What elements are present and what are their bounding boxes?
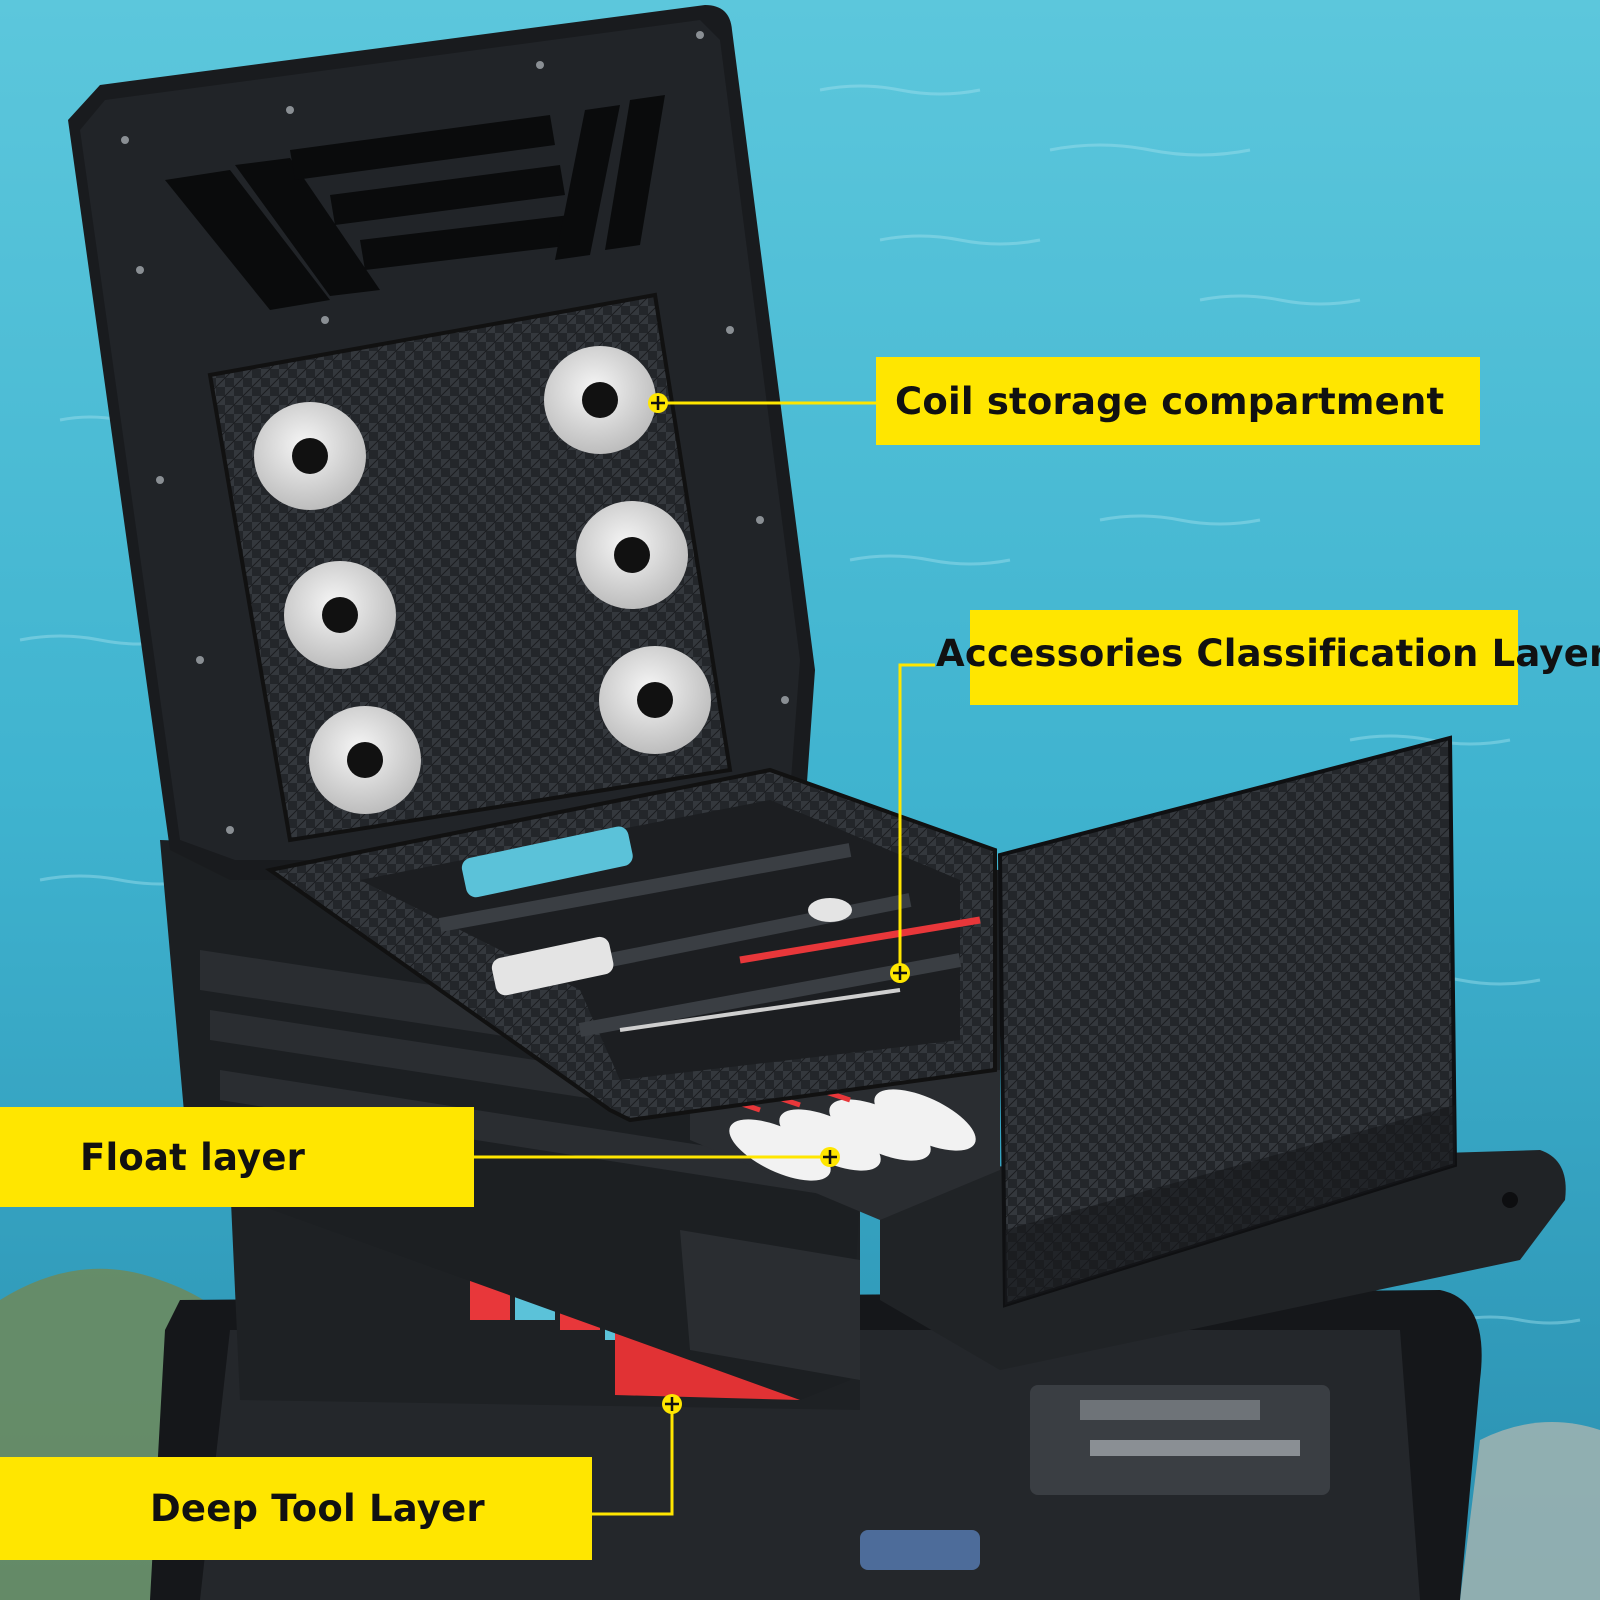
leader-lines [474, 401, 935, 1516]
spool [599, 646, 711, 754]
spool [284, 561, 396, 669]
platform-hole [1502, 1192, 1518, 1208]
spool [254, 402, 366, 510]
spool [576, 501, 688, 609]
callout-float-layer-label: Float layer [80, 1135, 306, 1179]
callout-deep-tool-layer: Deep Tool Layer [0, 1457, 592, 1560]
callout-accessories-layer: Accessories Classification Layer [936, 610, 1600, 705]
callout-deep-tool-layer-label: Deep Tool Layer [150, 1487, 485, 1530]
coil-storage-panel [207, 292, 733, 843]
spool [309, 706, 421, 814]
float-contents [690, 1070, 1000, 1220]
spool [544, 346, 656, 454]
rocky-shore-right [1460, 1422, 1600, 1600]
crosshair-marker-icon [662, 1394, 682, 1414]
crosshair-marker-icon [820, 1147, 840, 1167]
callout-coil-storage: Coil storage compartment [876, 357, 1480, 445]
callout-float-layer: Float layer [0, 1107, 474, 1207]
accessories-tray [265, 767, 997, 1123]
crosshair-marker-icon [890, 963, 910, 983]
side-panel [997, 735, 1458, 1308]
spool-group [254, 346, 711, 814]
callout-accessories-layer-label: Accessories Classification Layer [936, 632, 1600, 675]
callout-coil-storage-label: Coil storage compartment [895, 379, 1445, 423]
crosshair-marker-icon [648, 393, 668, 413]
